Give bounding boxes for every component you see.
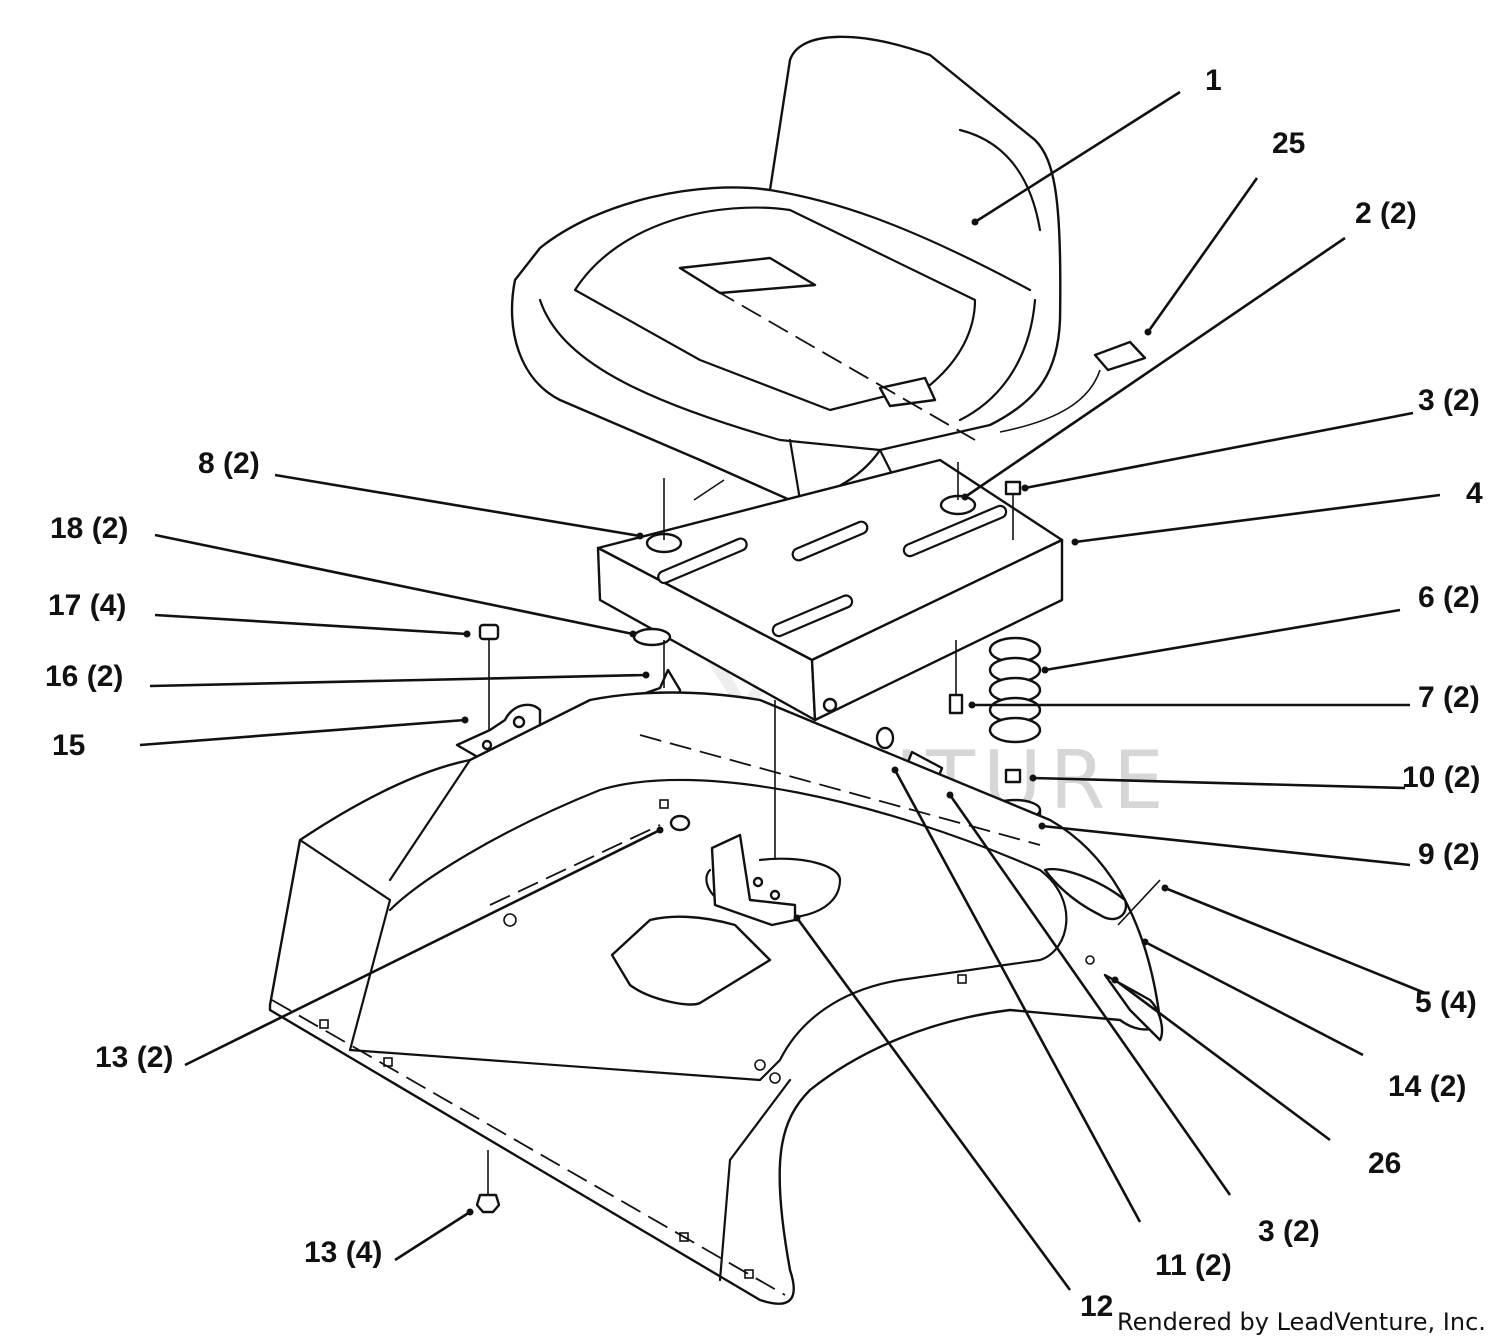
seat-pan-drawing xyxy=(596,458,1064,722)
credit-text: Rendered by LeadVenture, Inc. xyxy=(1117,1308,1486,1336)
callout-2: 2 (2) xyxy=(1355,197,1417,230)
callout-6: 6 (2) xyxy=(1418,581,1480,614)
callout-4: 4 xyxy=(1466,477,1483,510)
callout-14: 14 (2) xyxy=(1388,1070,1466,1103)
callout-13-lower: 13 (4) xyxy=(304,1236,382,1269)
callout-13-upper: 13 (2) xyxy=(95,1041,173,1074)
callout-26: 26 xyxy=(1368,1147,1401,1180)
callout-16: 16 (2) xyxy=(45,660,123,693)
callout-18: 18 (2) xyxy=(50,512,128,545)
leader-dots xyxy=(461,218,1169,1216)
callout-11: 11 (2) xyxy=(1155,1249,1232,1282)
callout-3-upper: 3 (2) xyxy=(1418,384,1480,417)
callout-1: 1 xyxy=(1205,64,1222,97)
callout-17: 17 (4) xyxy=(48,589,126,622)
fender-drawing xyxy=(268,691,1164,1305)
callout-3-lower: 3 (2) xyxy=(1258,1215,1320,1248)
callout-7: 7 (2) xyxy=(1418,681,1480,714)
seat-drawing xyxy=(510,35,1147,502)
leader-lines xyxy=(139,90,1441,1291)
callout-25: 25 xyxy=(1272,127,1305,160)
callout-8: 8 (2) xyxy=(198,447,260,480)
callout-12: 12 xyxy=(1080,1290,1113,1323)
callout-labels: 1 25 2 (2) 3 (2) 4 8 (2) 18 (2) 17 (4) 1… xyxy=(45,64,1483,1323)
callout-5: 5 (4) xyxy=(1415,986,1477,1019)
callout-15: 15 xyxy=(52,729,85,762)
callout-9: 9 (2) xyxy=(1418,838,1480,871)
callout-10: 10 (2) xyxy=(1402,761,1480,794)
